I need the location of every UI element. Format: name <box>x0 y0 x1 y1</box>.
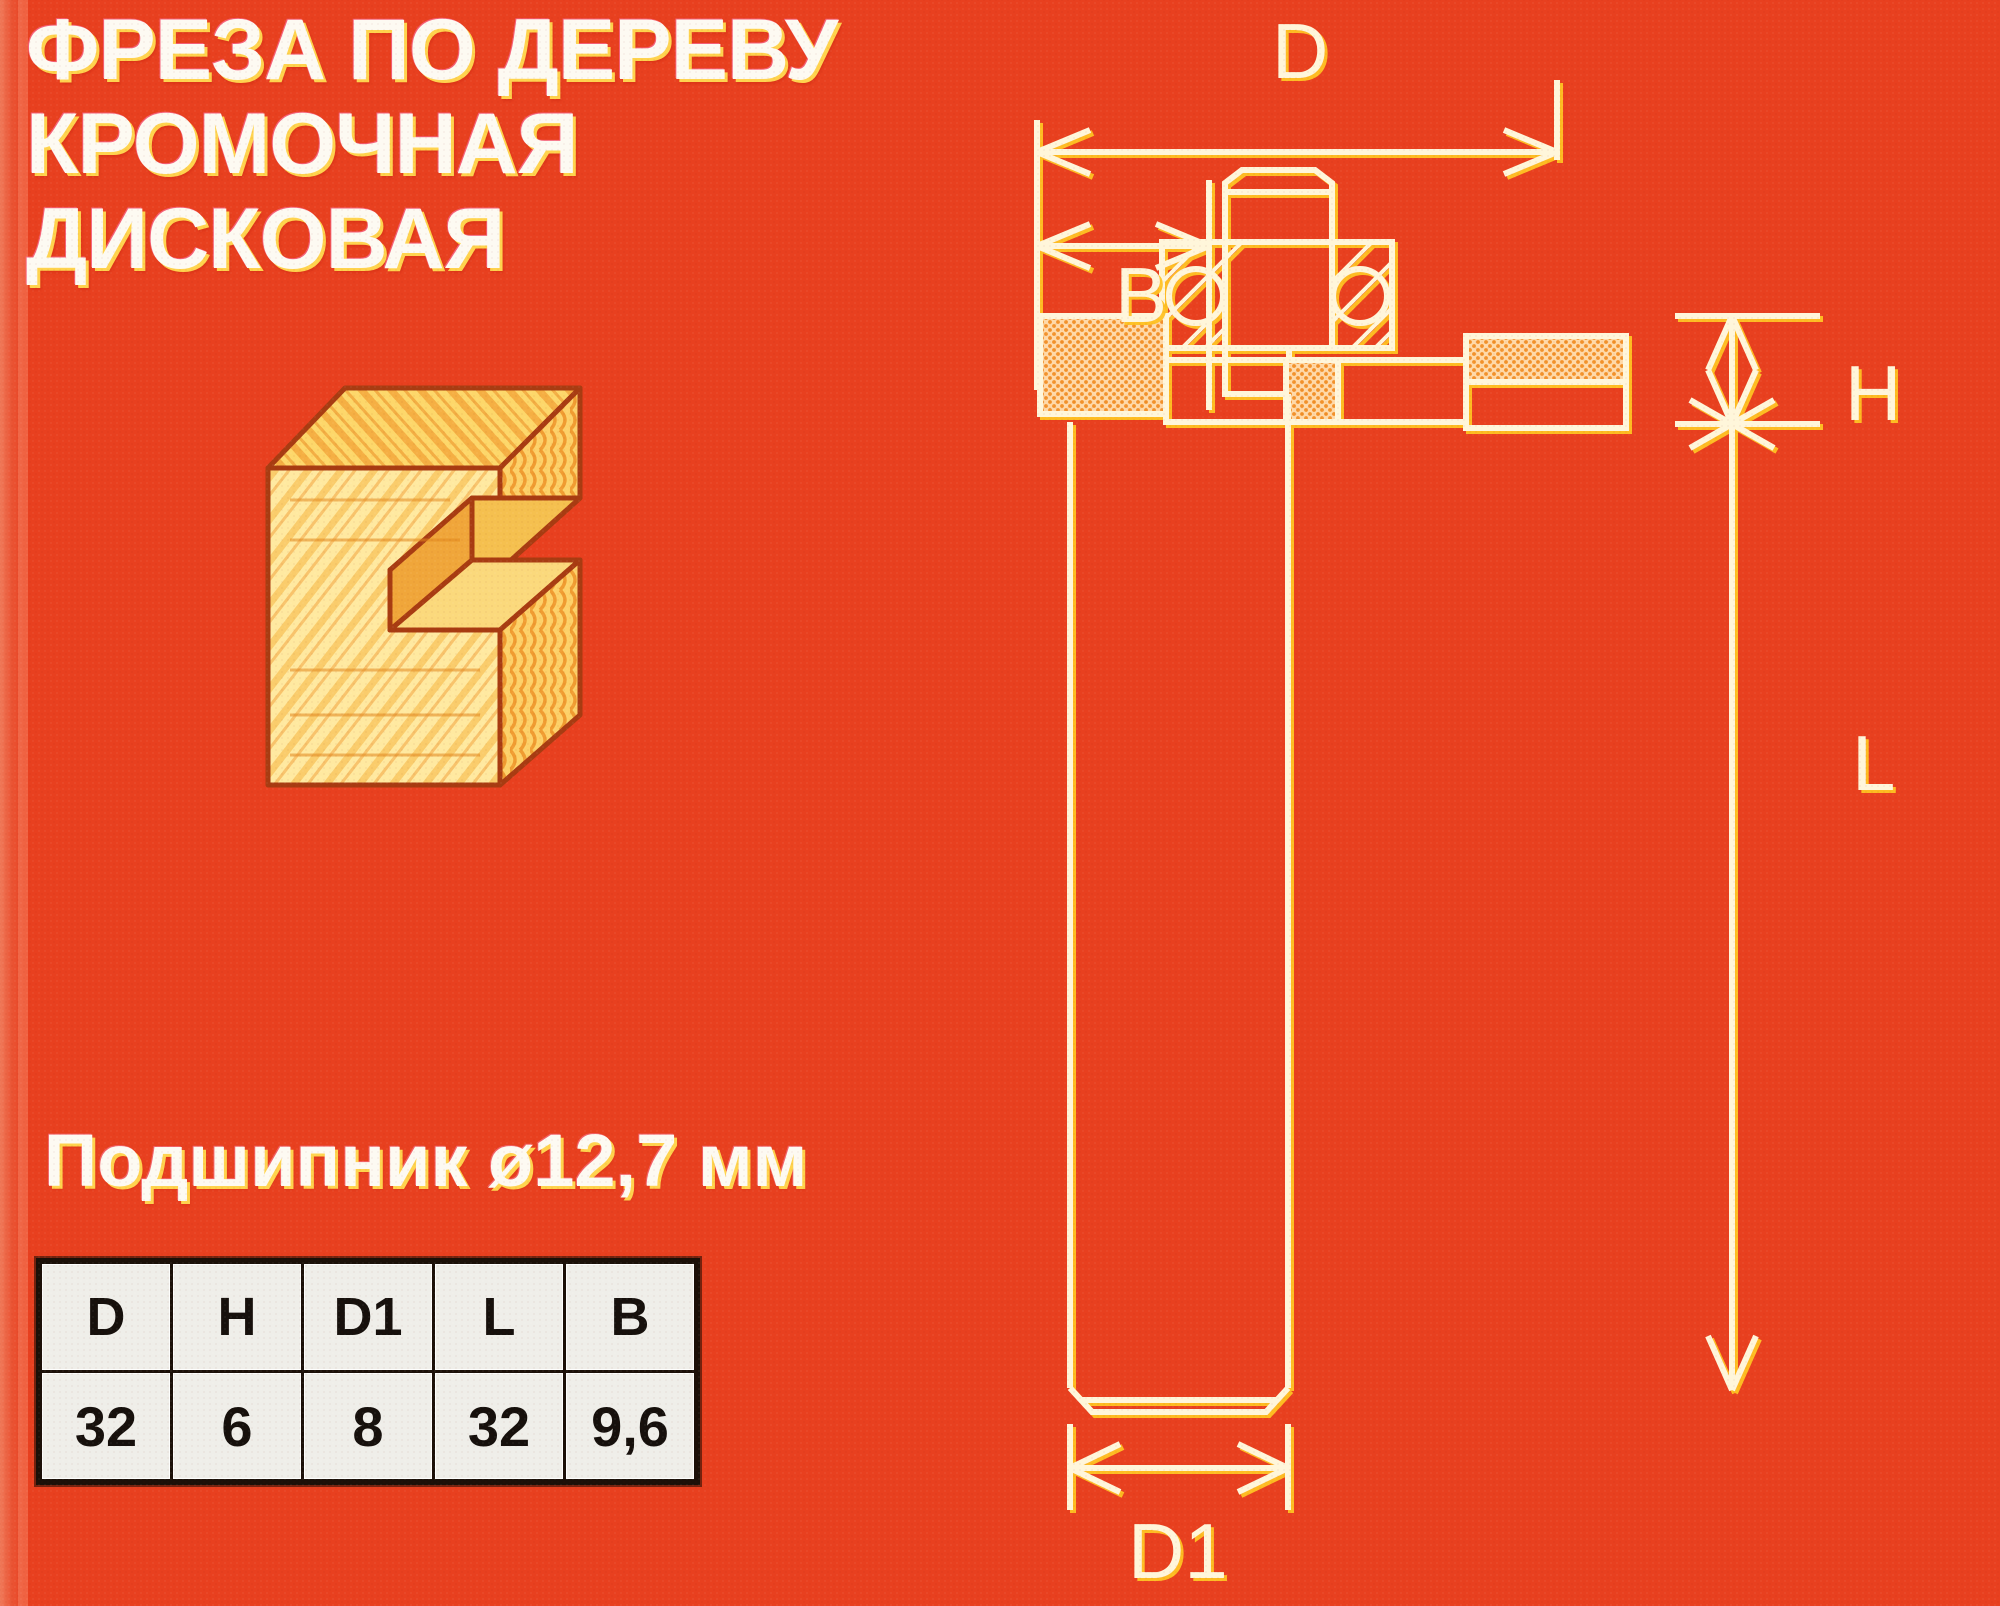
screw-shank-upper <box>1222 345 1292 397</box>
spec-table: D H D1 L B 32 6 8 32 9,6 <box>36 1258 700 1485</box>
table-header-h: H <box>173 1264 301 1370</box>
title-line-3: ДИСКОВАЯ <box>26 190 505 287</box>
label-b: B <box>1115 251 1167 339</box>
b-arrow-left <box>1035 221 1092 271</box>
card-left-edge-crease <box>18 0 28 1606</box>
label-h: H <box>1845 349 1901 437</box>
table-header-d1: D1 <box>304 1264 432 1370</box>
label-d-top: D <box>1272 20 1328 95</box>
h-arrow-down <box>1705 368 1759 426</box>
table-value-d1: 8 <box>304 1373 432 1479</box>
page-title: ФРЕЗА ПО ДЕРЕВУ КРОМОЧНАЯ ДИСКОВАЯ <box>26 2 986 291</box>
table-value-h: 6 <box>173 1373 301 1479</box>
table-value-l: 32 <box>435 1373 563 1479</box>
d1-arrow-right <box>1236 1441 1290 1495</box>
label-l: L <box>1852 719 1895 807</box>
table-header-d: D <box>42 1264 170 1370</box>
table-header-b: B <box>566 1264 694 1370</box>
table-header-l: L <box>435 1264 563 1370</box>
d-arrow-left <box>1035 127 1092 177</box>
d-arrow-right <box>1502 127 1559 177</box>
cutter-spacer <box>1283 357 1341 425</box>
table-value-d: 32 <box>42 1373 170 1479</box>
cutter-disc-right <box>1463 379 1629 431</box>
wood-block-illustration <box>250 370 700 840</box>
cutter-top-cap <box>1222 167 1335 245</box>
bearing-ball-left <box>1166 266 1226 326</box>
bearing-ball-right <box>1330 266 1390 326</box>
l-arrow-bottom <box>1705 1334 1759 1392</box>
technical-drawing: D B H L D1 <box>1020 20 2000 1606</box>
table-value-b: 9,6 <box>566 1373 694 1479</box>
label-d1-bottom: D1 <box>1128 1507 1228 1595</box>
h-arrow-up <box>1705 314 1759 372</box>
bearing-spec-text: Подшипник ø12,7 мм <box>44 1119 808 1202</box>
cutter-disc-right-top <box>1463 333 1629 385</box>
d1-arrow-left <box>1068 1441 1122 1495</box>
wood-right-face-lower <box>497 557 583 788</box>
table-row-values: 32 6 8 32 9,6 <box>42 1373 694 1479</box>
card-left-edge-highlight <box>0 0 26 1606</box>
cutter-body-right <box>1335 357 1469 425</box>
title-line-2: КРОМОЧНАЯ <box>26 96 579 193</box>
table-row-headers: D H D1 L B <box>42 1264 694 1370</box>
title-line-1: ФРЕЗА ПО ДЕРЕВУ <box>26 2 838 98</box>
bearing-hatch-right <box>1330 240 1394 350</box>
